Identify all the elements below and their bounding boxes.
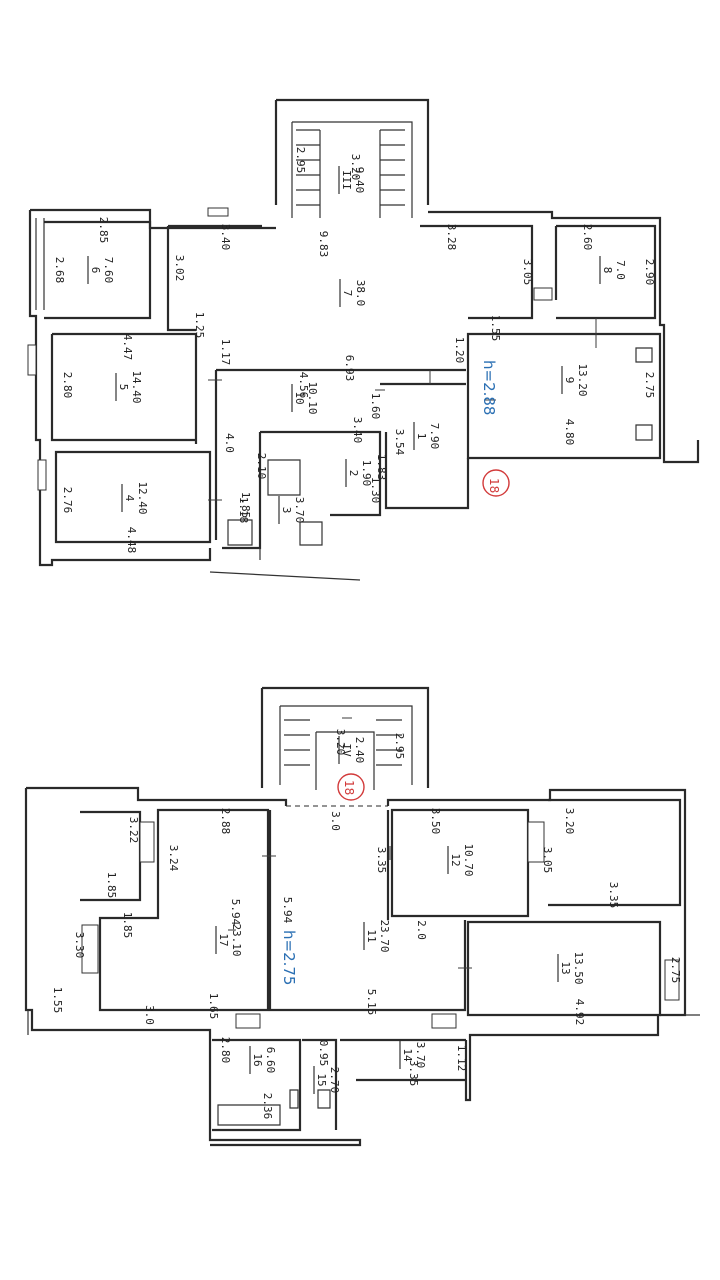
room-1-label: 17.90 xyxy=(415,423,441,450)
dimension-label: 3.35 xyxy=(375,847,388,874)
dimension-label: 4.47 xyxy=(121,334,134,361)
dimension-label: 0.95 xyxy=(317,1040,330,1067)
room-17-label: 1723.10 xyxy=(217,923,243,956)
room-12-label: 1210.70 xyxy=(449,843,475,876)
dimension-label: 3.22 xyxy=(127,817,140,844)
dimension-label: 1.30 xyxy=(369,477,382,504)
dimension-label: 4.56 xyxy=(297,372,310,399)
dimension-label: 1.85 xyxy=(239,492,252,519)
dimension-label: 2.75 xyxy=(669,957,682,984)
dimension-label: 3.20 xyxy=(563,808,576,835)
room-2-label: 21.90 xyxy=(347,460,373,487)
dimension-label: 1.18 xyxy=(237,497,250,524)
dimension-label: 4.0 xyxy=(223,433,236,453)
room-14-label: 143.70 xyxy=(401,1042,427,1069)
dimension-label: 2.36 xyxy=(261,1093,274,1120)
dimension-label: 3.05 xyxy=(521,259,534,286)
dimension-label: 9.83 xyxy=(317,231,330,258)
dimension-label: 3.40 xyxy=(351,417,364,444)
dimension-label: 3.54 xyxy=(393,429,406,456)
dimension-label: 3.20 xyxy=(334,729,347,756)
dimension-label: 1.65 xyxy=(207,993,220,1020)
dimension-label: 2.85 xyxy=(97,217,110,244)
dimension-label: 2.10 xyxy=(255,453,268,480)
dimension-label: 2.80 xyxy=(219,1037,232,1064)
room-4-label: 412.40 xyxy=(123,481,149,514)
dimension-label: 1.55 xyxy=(51,987,64,1014)
height-label-upper: h=2.88 xyxy=(480,360,498,415)
dimension-label: 3.50 xyxy=(429,808,442,835)
dimension-label: 1.83 xyxy=(375,454,388,481)
dimension-label: 5.15 xyxy=(365,989,378,1016)
lower-floor xyxy=(24,686,700,1147)
room-5-label: 514.40 xyxy=(117,370,143,403)
room-7-label: 738.0 xyxy=(341,280,367,307)
room-3-label: 33.70 xyxy=(280,497,306,524)
dimension-label: 3.40 xyxy=(219,224,232,251)
room-10-label: 1010.10 xyxy=(293,381,319,414)
dimension-label: 2.60 xyxy=(581,224,594,251)
dimension-label: 3.30 xyxy=(73,932,86,959)
dimension-label: 3.35 xyxy=(607,882,620,909)
room-16-label: 166.60 xyxy=(251,1047,277,1074)
room-stamp-lower xyxy=(337,773,365,801)
dimension-label: 5.94 xyxy=(281,897,294,924)
upper-floor-labels: 17.90 21.90 33.70 412.40 514.40 67.60 738.0 87.… xyxy=(53,147,656,554)
room-8-label: 87.0 xyxy=(601,260,627,280)
height-label-lower: h=2.75 xyxy=(280,930,298,985)
dimension-label: 3.20 xyxy=(349,154,362,181)
dimension-label: 2.95 xyxy=(294,147,307,174)
dimension-label: 1.12 xyxy=(455,1045,468,1072)
dimension-label: 3.05 xyxy=(541,847,554,874)
dimension-label: 2.75 xyxy=(643,372,656,399)
dimension-label: 1.60 xyxy=(369,393,382,420)
room-IV-label: IV2.40 xyxy=(340,737,366,764)
room-stamp-lower-text: 18 xyxy=(342,780,356,795)
dimension-label: 3.35 xyxy=(407,1060,420,1087)
dimension-label: 2.0 xyxy=(415,920,428,940)
dimension-label: 3.28 xyxy=(445,224,458,251)
room-III-label: III9.40 xyxy=(340,167,366,194)
upper-floor xyxy=(27,98,700,581)
dimension-label: 2.95 xyxy=(393,733,406,760)
dimension-label: 2.80 xyxy=(61,372,74,399)
dimension-label: 2.76 xyxy=(61,487,74,514)
dimension-label: 1.55 xyxy=(489,315,502,342)
dimension-label: 3.02 xyxy=(173,255,186,282)
dimension-label: 1.85 xyxy=(105,872,118,899)
dimension-label: 5.94 xyxy=(229,899,242,926)
dimension-label: 1.20 xyxy=(453,337,466,364)
room-stamp-upper-text: 18 xyxy=(487,478,501,493)
dimension-label: 1.17 xyxy=(219,339,232,366)
dimension-label: 4.80 xyxy=(563,419,576,446)
dimension-label: 1.25 xyxy=(193,312,206,339)
room-6-label: 67.60 xyxy=(89,257,115,284)
room-9-label: 913.20 xyxy=(563,363,589,396)
dimension-label: 2.90 xyxy=(643,259,656,286)
lower-floor-labels: 1123.70 1210.70 1313.50 143.70 152.70 166.60 1… xyxy=(51,729,682,1120)
dimension-label: 2.88 xyxy=(219,808,232,835)
dimension-label: 4.48 xyxy=(125,527,138,554)
dimension-label: 3.0 xyxy=(329,811,342,831)
dimension-label: 2.68 xyxy=(53,257,66,284)
dimension-label: 3.24 xyxy=(167,845,180,872)
dimension-label: 3.0 xyxy=(143,1005,156,1025)
room-13-label: 1313.50 xyxy=(559,951,585,984)
dimension-label: 4.92 xyxy=(573,999,586,1026)
dimension-label: 6.93 xyxy=(343,355,356,382)
room-11-label: 1123.70 xyxy=(365,919,391,952)
room-15-label: 152.70 xyxy=(315,1067,341,1094)
room-stamp-upper xyxy=(482,469,510,497)
dimension-label: 1.85 xyxy=(121,912,134,939)
